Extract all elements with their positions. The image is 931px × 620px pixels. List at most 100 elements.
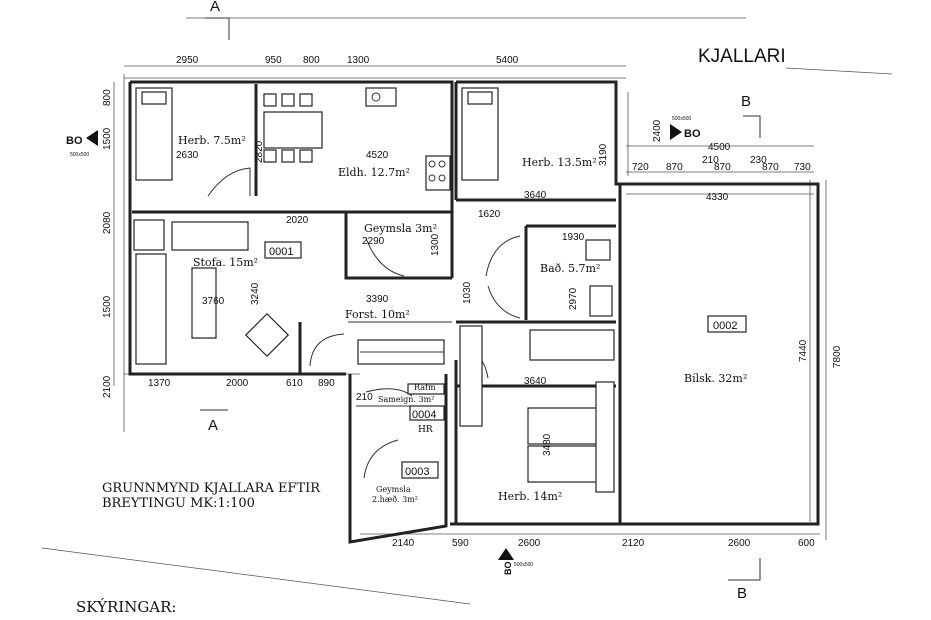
room-herb2: Herb. 13.5m² [522,156,597,169]
svg-text:1370: 1370 [148,378,171,389]
svg-text:2950: 2950 [176,55,199,66]
room-hr: HR [418,425,433,435]
svg-text:2600: 2600 [518,538,541,549]
svg-text:A: A [208,417,218,434]
unit-0003: 0003 [405,466,429,478]
svg-text:730: 730 [794,162,811,173]
svg-text:210: 210 [702,155,719,166]
room-geymsla2-a: Geymsla [376,485,411,494]
svg-text:2140: 2140 [392,538,415,549]
room-bad: Bað. 5.7m² [540,262,600,275]
room-rafm: Rafm [414,383,436,392]
room-labels: Herb. 7.5m² Eldh. 12.7m² Herb. 13.5m² Ge… [178,134,747,504]
svg-text:BO: BO [684,128,701,140]
room-forst: Forst. 10m² [345,308,410,321]
plan-title: KJALLARI [698,46,786,67]
dims-left: 800 1500 2080 1500 2100 [102,89,113,398]
svg-text:4520: 4520 [366,150,389,161]
svg-text:7440: 7440 [798,339,809,362]
room-geymsla2-b: 2.hæð. 3m² [372,495,418,504]
svg-text:950: 950 [265,55,282,66]
armchair-icon [244,312,290,358]
svg-text:2100: 2100 [102,375,113,398]
unit-0002: 0002 [713,320,737,332]
meter-icon [407,383,445,395]
furniture [133,87,615,493]
svg-text:2020: 2020 [286,215,309,226]
svg-text:4330: 4330 [706,192,729,203]
svg-text:1500: 1500 [102,295,113,318]
title-underline [785,67,893,75]
svg-text:2000: 2000 [226,378,249,389]
svg-text:720: 720 [632,162,649,173]
svg-text:2290: 2290 [362,236,385,247]
walls [128,80,820,544]
sink-icon [365,87,397,107]
svg-text:1300: 1300 [347,55,370,66]
svg-text:600: 600 [798,538,815,549]
svg-text:A: A [210,0,220,15]
svg-text:1620: 1620 [478,209,501,220]
section-mark-b-bottom: B [728,558,761,602]
svg-text:B: B [741,93,751,110]
dining-table-icon [263,111,323,149]
exit-arrow-icon [86,130,98,146]
svg-text:2080: 2080 [102,211,113,234]
svg-text:3480: 3480 [542,433,553,456]
svg-text:2820: 2820 [254,140,265,163]
svg-text:2970: 2970 [568,287,579,310]
room-geymsla1: Geymsla 3m² [364,222,437,235]
exit-marker-left: BO 500x500 [66,130,98,158]
svg-text:7800: 7800 [832,345,843,368]
unit-numbers: 0001 0002 0003 0004 [264,241,747,479]
unit-0001: 0001 [269,246,293,258]
sofa-icon [171,221,249,251]
svg-text:2120: 2120 [622,538,645,549]
svg-text:BO: BO [503,562,513,576]
coffee-table-icon [191,267,217,339]
svg-text:B: B [737,585,747,602]
svg-text:590: 590 [452,538,469,549]
washbasin-icon [589,285,613,317]
room-bilsk: Bílsk. 32m² [684,372,747,385]
svg-text:610: 610 [286,378,303,389]
bathtub-icon [529,329,615,361]
room-herb3: Herb. 14m² [498,490,562,503]
svg-text:4500: 4500 [708,142,731,153]
legend-heading: SKÝRINGAR: [76,598,177,616]
svg-text:2400: 2400 [652,119,663,142]
svg-text:2630: 2630 [176,150,199,161]
dims-bottom: 1370 2000 610 890 210 2140 590 2600 2120… [148,378,815,549]
room-eldh: Eldh. 12.7m² [338,166,410,179]
dims-garage: 4500 720 870 210 870 230 870 730 4330 [632,142,811,203]
svg-text:3640: 3640 [524,190,547,201]
svg-text:2600: 2600 [728,538,751,549]
section-mark-a-bottom: A [200,409,228,434]
svg-text:500x500: 500x500 [514,562,533,568]
svg-text:230: 230 [750,155,767,166]
svg-text:890: 890 [318,378,335,389]
dims-inner: 2630 2820 4520 3190 3640 2020 2290 1300 … [176,140,609,456]
svg-text:3190: 3190 [598,143,609,166]
sofa-icon [135,253,167,365]
stove-icon [425,155,451,191]
svg-text:870: 870 [762,162,779,173]
dims-top: 2950 950 800 1300 5400 [176,55,519,66]
svg-text:1500: 1500 [102,127,113,150]
exit-arrow-icon [670,124,682,140]
exit-marker-right: BO 500x500 [670,116,701,140]
caption-line1: GRUNNMYND KJALLARA EFTIR [102,481,321,496]
room-sameign: Sameign. 3m² [378,395,434,404]
svg-text:500x500: 500x500 [672,116,691,122]
svg-text:BO: BO [66,135,83,147]
svg-text:870: 870 [666,162,683,173]
svg-text:1930: 1930 [562,232,585,243]
section-mark-b-top: B [741,93,761,138]
svg-text:800: 800 [102,89,113,106]
caption-line2: BREYTINGU MK:1:100 [102,496,255,511]
svg-text:3640: 3640 [524,376,547,387]
scan-margin-line [41,547,471,605]
svg-text:5400: 5400 [496,55,519,66]
shelf-icon [595,381,615,493]
